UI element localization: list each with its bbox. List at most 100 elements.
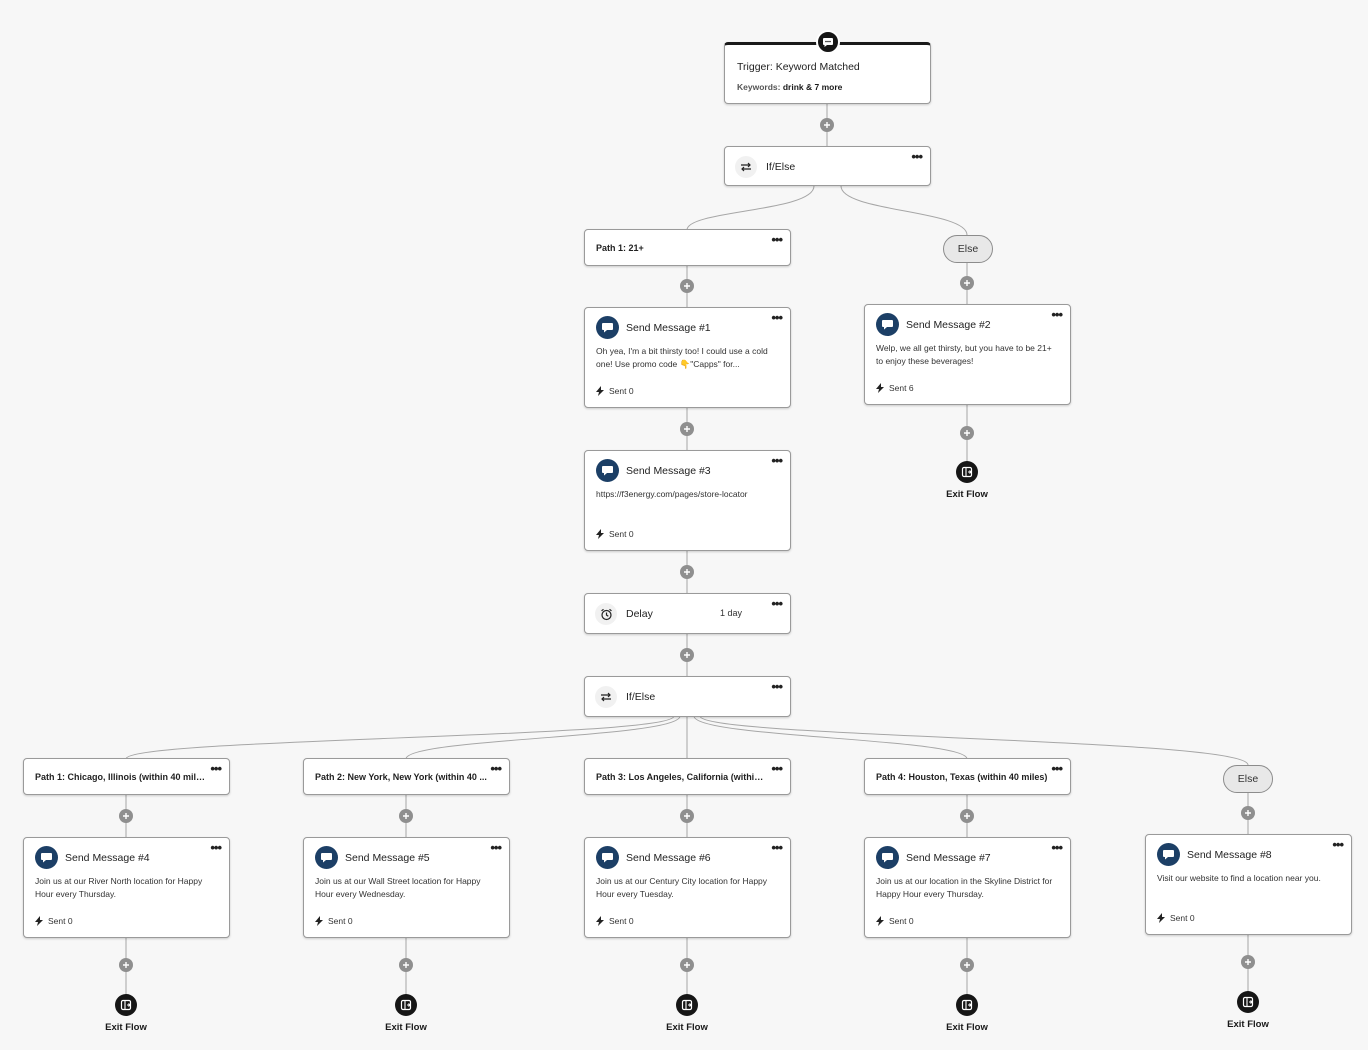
add-step-button[interactable]	[680, 422, 694, 436]
else-branch-pill[interactable]: Else	[1223, 765, 1273, 793]
add-step-button[interactable]	[680, 648, 694, 662]
ifelse-node[interactable]: If/Else •••	[724, 146, 931, 186]
more-options-button[interactable]: •••	[771, 761, 783, 776]
lightning-icon	[315, 916, 323, 926]
delay-node[interactable]: Delay 1 day •••	[584, 593, 791, 634]
more-options-button[interactable]: •••	[1051, 307, 1063, 322]
message-bubble-icon	[596, 846, 619, 869]
sent-count: Sent 0	[596, 916, 634, 926]
message-title: Send Message #1	[626, 322, 711, 334]
send-message-node[interactable]: Send Message #1 ••• Oh yea, I'm a bit th…	[584, 307, 791, 408]
plus-icon	[684, 652, 690, 658]
add-step-button[interactable]	[1241, 955, 1255, 969]
message-bubble-icon	[315, 846, 338, 869]
sent-count: Sent 0	[1157, 913, 1195, 923]
plus-icon	[123, 813, 129, 819]
exit-flow-label: Exit Flow	[946, 1022, 988, 1033]
send-message-node[interactable]: Send Message #4 ••• Join us at our River…	[23, 837, 230, 938]
exit-door-icon	[395, 994, 417, 1016]
message-bubble-icon	[596, 459, 619, 482]
sent-count: Sent 0	[596, 529, 634, 539]
more-options-button[interactable]: •••	[771, 596, 783, 611]
add-step-button[interactable]	[399, 809, 413, 823]
send-message-node[interactable]: Send Message #2 ••• Welp, we all get thi…	[864, 304, 1071, 405]
message-title: Send Message #4	[65, 852, 150, 864]
message-bubble-icon	[35, 846, 58, 869]
send-message-node[interactable]: Send Message #8 ••• Visit our website to…	[1145, 834, 1352, 935]
path-node[interactable]: Path 1: Chicago, Illinois (within 40 mil…	[23, 758, 230, 795]
trigger-title: Trigger: Keyword Matched	[737, 61, 860, 73]
more-options-button[interactable]: •••	[490, 840, 502, 855]
exit-door-icon	[956, 994, 978, 1016]
add-step-button[interactable]	[680, 958, 694, 972]
exit-flow-label: Exit Flow	[385, 1022, 427, 1033]
alarm-clock-icon	[595, 603, 617, 625]
add-step-button[interactable]	[960, 426, 974, 440]
more-options-button[interactable]: •••	[1051, 761, 1063, 776]
add-step-button[interactable]	[960, 958, 974, 972]
more-options-button[interactable]: •••	[1051, 840, 1063, 855]
ifelse-node[interactable]: If/Else •••	[584, 676, 791, 717]
add-step-button[interactable]	[399, 958, 413, 972]
path-node[interactable]: Path 1: 21+ •••	[584, 229, 791, 266]
message-body: Join us at our River North location for …	[35, 876, 203, 899]
send-message-node[interactable]: Send Message #5 ••• Join us at our Wall …	[303, 837, 510, 938]
message-body: Welp, we all get thirsty, but you have t…	[876, 343, 1052, 366]
message-body: https://f3energy.com/pages/store-locator	[596, 489, 748, 499]
plus-icon	[964, 280, 970, 286]
send-message-node[interactable]: Send Message #6 ••• Join us at our Centu…	[584, 837, 791, 938]
exit-door-icon	[1237, 991, 1259, 1013]
add-step-button[interactable]	[680, 565, 694, 579]
more-options-button[interactable]: •••	[210, 761, 222, 776]
more-options-button[interactable]: •••	[771, 679, 783, 694]
sent-count: Sent 0	[596, 386, 634, 396]
trigger-node[interactable]: Trigger: Keyword Matched Keywords: drink…	[724, 30, 931, 104]
message-title: Send Message #3	[626, 465, 711, 477]
message-title: Send Message #2	[906, 319, 991, 331]
add-step-button[interactable]	[680, 279, 694, 293]
send-message-node[interactable]: Send Message #7 ••• Join us at our locat…	[864, 837, 1071, 938]
add-step-button[interactable]	[119, 809, 133, 823]
exit-flow-label: Exit Flow	[946, 489, 988, 500]
more-options-button[interactable]: •••	[771, 840, 783, 855]
more-options-button[interactable]: •••	[1332, 837, 1344, 852]
lightning-icon	[596, 916, 604, 926]
exit-door-icon	[115, 994, 137, 1016]
more-options-button[interactable]: •••	[771, 453, 783, 468]
more-options-button[interactable]: •••	[210, 840, 222, 855]
more-options-button[interactable]: •••	[490, 761, 502, 776]
add-step-button[interactable]	[820, 118, 834, 132]
message-body: Join us at our Wall Street location for …	[315, 876, 481, 899]
swap-arrows-icon	[735, 156, 757, 178]
add-step-button[interactable]	[960, 276, 974, 290]
more-options-button[interactable]: •••	[771, 310, 783, 325]
lightning-icon	[35, 916, 43, 926]
path-node[interactable]: Path 3: Los Angeles, California (within …	[584, 758, 791, 795]
delay-label: Delay	[626, 608, 653, 620]
trigger-keywords: Keywords: drink & 7 more	[737, 82, 843, 92]
chat-bubble-icon	[816, 30, 840, 54]
plus-icon	[684, 426, 690, 432]
add-step-button[interactable]	[960, 809, 974, 823]
exit-door-icon	[956, 461, 978, 483]
plus-icon	[964, 962, 970, 968]
add-step-button[interactable]	[680, 809, 694, 823]
send-message-node[interactable]: Send Message #3 ••• https://f3energy.com…	[584, 450, 791, 551]
path-node[interactable]: Path 2: New York, New York (within 40 ..…	[303, 758, 510, 795]
exit-door-icon	[676, 994, 698, 1016]
delay-value: 1 day	[720, 608, 743, 618]
plus-icon	[684, 569, 690, 575]
add-step-button[interactable]	[119, 958, 133, 972]
message-bubble-icon	[876, 313, 899, 336]
plus-icon	[1245, 959, 1251, 965]
path-node[interactable]: Path 4: Houston, Texas (within 40 miles)…	[864, 758, 1071, 795]
more-options-button[interactable]: •••	[771, 232, 783, 247]
more-options-button[interactable]: •••	[911, 149, 923, 164]
add-step-button[interactable]	[1241, 806, 1255, 820]
else-branch-pill[interactable]: Else	[943, 235, 993, 263]
plus-icon	[684, 962, 690, 968]
message-body: Join us at our location in the Skyline D…	[876, 876, 1053, 899]
message-bubble-icon	[1157, 843, 1180, 866]
lightning-icon	[1157, 913, 1165, 923]
